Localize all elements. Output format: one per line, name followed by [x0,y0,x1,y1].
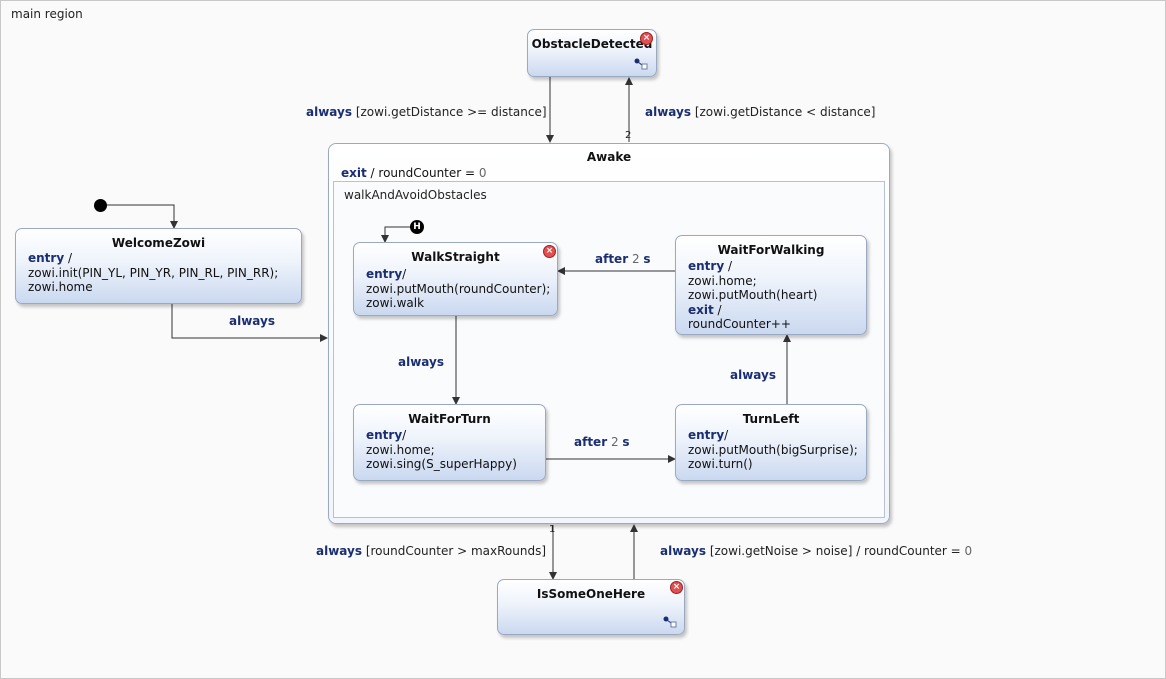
exit-action: / roundCounter = [366,166,479,180]
error-icon: × [543,245,556,258]
initial-state[interactable] [94,199,107,212]
action-line: zowi.home [28,280,93,294]
trigger-keyword: always [730,368,776,382]
trigger-keyword: after [595,252,629,266]
action-line: zowi.init(PIN_YL, PIN_YR, PIN_RL, PIN_RR… [28,265,279,280]
submachine-icon [663,616,677,628]
guard-text: [roundCounter > maxRounds] [362,544,547,558]
history-state[interactable]: H [410,220,424,234]
submachine-icon [634,58,648,70]
action-line: zowi.home; [688,273,757,288]
state-awake-exit: exit / roundCounter = 0 [341,166,487,180]
state-wait-for-walking[interactable]: WaitForWalking entry / zowi.home; zowi.p… [675,235,867,335]
state-title: WaitForTurn [408,412,491,426]
action-line: roundCounter++ [688,317,791,331]
state-is-someone-here[interactable]: IsSomeOneHere [497,579,685,635]
state-behavior: entry/ zowi.home; zowi.sing(S_superHappy… [366,428,517,472]
label-waitturn-to-turnleft[interactable]: after 2 s [574,435,630,449]
label-someone-to-awake[interactable]: always [zowi.getNoise > noise] / roundCo… [660,544,972,558]
state-behavior: entry / zowi.home; zowi.putMouth(heart) … [688,259,818,332]
trigger-keyword: after [574,435,608,449]
entry-keyword: entry [366,267,403,281]
guard-text: [zowi.getDistance < distance] [691,105,876,119]
action-line: zowi.putMouth(roundCounter); [366,281,551,296]
main-region-label: main region [11,7,83,21]
entry-slash: / [402,428,407,442]
state-title: WaitForWalking [717,243,825,257]
state-title: TurnLeft [742,412,800,426]
entry-keyword: entry [688,428,725,442]
priority-someone: 1 [549,524,556,535]
state-behavior: entry / zowi.init(PIN_YL, PIN_YR, PIN_RL… [28,251,278,295]
trigger-keyword: always [306,105,352,119]
action-line: zowi.walk [366,296,425,310]
trigger-keyword: always [645,105,691,119]
entry-slash: / [64,251,73,265]
trigger-keyword: always [398,355,444,369]
state-welcome-zowi[interactable]: WelcomeZowi entry / zowi.init(PIN_YL, PI… [15,228,302,304]
action-line: zowi.sing(S_superHappy) [366,457,517,471]
exit-slash: / [713,302,722,317]
entry-keyword: entry [366,428,403,442]
label-awake-to-obstacle[interactable]: always [zowi.getDistance < distance] [645,105,876,119]
exit-keyword: exit [341,166,367,180]
edge-history-to-walk [381,226,411,243]
exit-keyword: exit [688,302,714,317]
label-obstacle-to-awake[interactable]: always [zowi.getDistance >= distance] [306,105,547,119]
timer-value: 2 [631,252,640,266]
trigger-keyword: always [229,314,275,328]
inner-region-label: walkAndAvoidObstacles [344,188,487,202]
trigger-keyword: always [316,544,362,558]
action-value: 0 [964,544,973,558]
state-behavior: entry/ zowi.putMouth(bigSurprise); zowi.… [688,428,858,472]
action-line: zowi.putMouth(heart) [688,288,818,302]
entry-keyword: entry [28,251,65,265]
state-walk-straight[interactable]: WalkStraight entry/ zowi.putMouth(roundC… [353,242,558,316]
label-walk-to-waitturn[interactable]: always [398,355,444,369]
entry-slash: / [402,267,407,281]
error-icon: × [640,32,653,45]
timer-unit: s [622,435,630,449]
state-title: IsSomeOneHere [536,587,646,601]
label-turnleft-to-waitwalk[interactable]: always [730,368,776,382]
action-line: zowi.home; [366,442,435,457]
edge-welcome-to-awake [171,304,328,342]
state-title: ObstacleDetected [531,37,653,51]
state-behavior: entry/ zowi.putMouth(roundCounter); zowi… [366,267,550,311]
timer-unit: s [643,252,651,266]
edge-initial-to-welcome [101,204,178,229]
entry-slash: / [724,428,729,442]
state-title: WalkStraight [411,250,500,264]
timer-value: 2 [610,435,619,449]
entry-keyword: entry [688,259,725,273]
trigger-keyword: always [660,544,706,558]
action-line: zowi.turn() [688,457,753,471]
guard-text: [zowi.getDistance >= distance] [352,105,547,119]
error-icon: × [670,581,683,594]
priority-obstacle: 2 [625,130,632,141]
state-awake-title: Awake [586,150,632,164]
state-obstacle-detected[interactable]: ObstacleDetected [527,29,657,77]
exit-value: 0 [478,166,487,180]
action-line: zowi.putMouth(bigSurprise); [688,442,858,457]
state-turn-left[interactable]: TurnLeft entry/ zowi.putMouth(bigSurpris… [675,404,867,481]
state-title: WelcomeZowi [111,236,206,250]
guard-text: [zowi.getNoise > noise] / roundCounter = [706,544,965,558]
label-welcome-to-awake[interactable]: always [229,314,275,328]
state-wait-for-turn[interactable]: WaitForTurn entry/ zowi.home; zowi.sing(… [353,404,546,481]
label-awake-to-someone[interactable]: always [roundCounter > maxRounds] [316,544,546,558]
label-waitwalk-to-walk[interactable]: after 2 s [595,252,651,266]
entry-slash: / [724,259,733,273]
